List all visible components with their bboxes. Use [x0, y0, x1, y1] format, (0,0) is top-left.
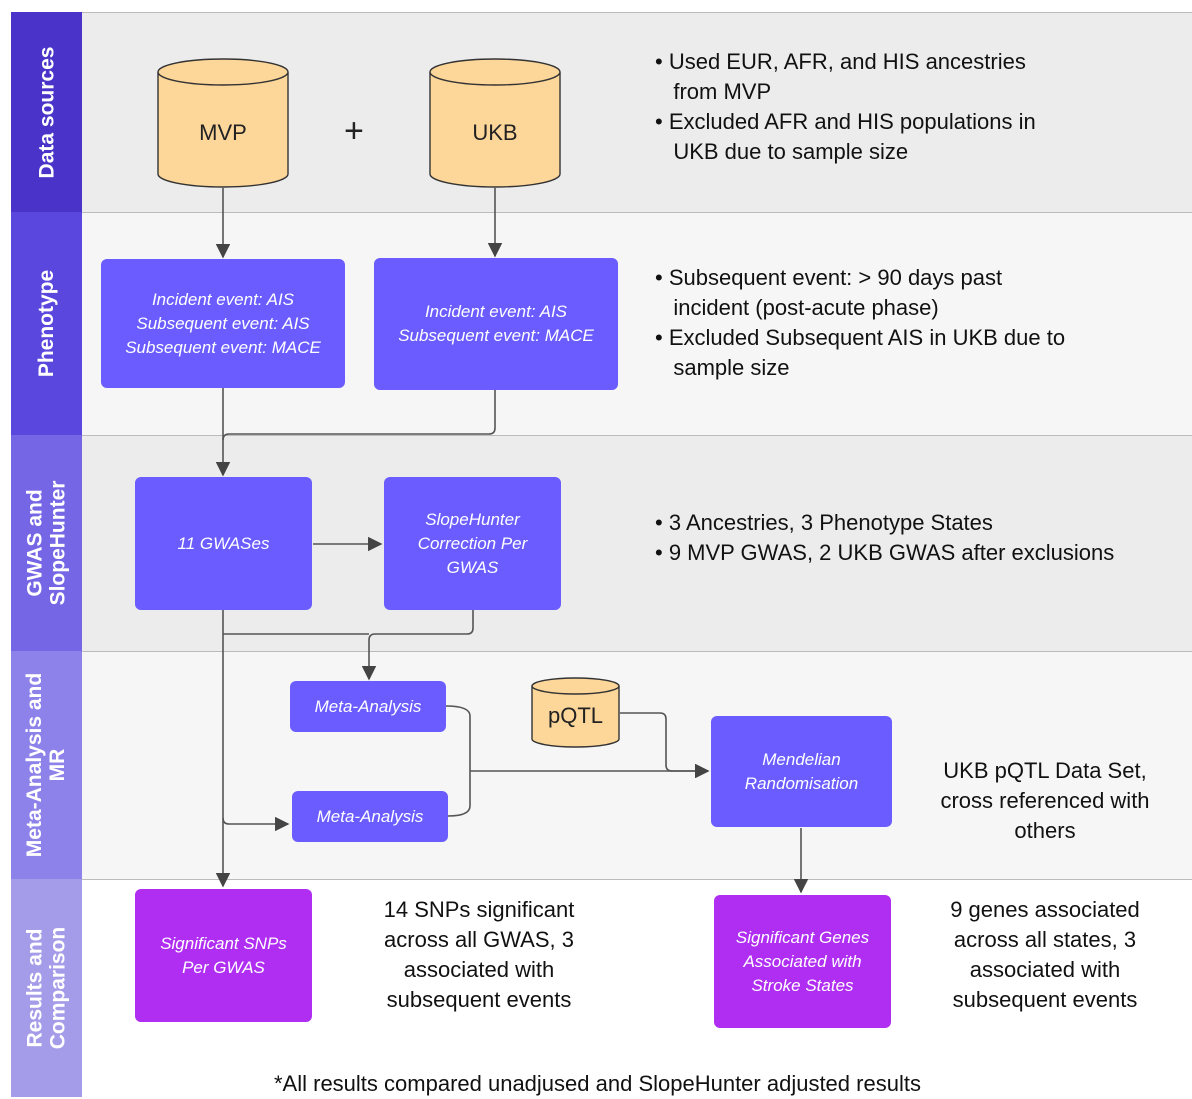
arrow-slopehunter-meta [361, 610, 474, 681]
lane-label-data-sources: Data sources [11, 12, 82, 212]
plus-sign: + [344, 112, 364, 150]
line-meta-top-merge [445, 705, 471, 771]
snps-note: 14 SNPs significant across all GWAS, 3 a… [383, 897, 575, 1012]
significant-snps-box: Significant SNPs Per GWAS [135, 889, 312, 1022]
mvp-label: MVP [199, 120, 247, 145]
mvp-database: MVP [157, 58, 289, 188]
meta-analysis-bottom-box: Meta-Analysis [292, 791, 448, 842]
band-meta [82, 651, 1192, 880]
line-meta-bottom-merge [447, 771, 471, 817]
pqtl-database: pQTL [531, 677, 620, 748]
line-ukb-merge [222, 390, 496, 441]
data-sources-note: • Used EUR, AFR, and HIS ancestries from… [655, 49, 1036, 164]
database-icon [531, 677, 620, 748]
significant-genes-box: Significant Genes Associated with Stroke… [714, 895, 891, 1028]
lane-label-meta: Meta-Analysis and MR [11, 651, 82, 879]
pqtl-label: pQTL [547, 703, 604, 728]
lane-label-gwas: GWAS and SlopeHunter [11, 435, 82, 651]
gwas-note: • 3 Ancestries, 3 Phenotype States • 9 M… [655, 510, 1115, 565]
phenotype-note: • Subsequent event: > 90 days past incid… [655, 265, 1066, 380]
database-icon [429, 58, 561, 188]
ukb-label: UKB [472, 120, 518, 145]
arrow-pqtl-mr [620, 712, 710, 779]
mvp-phenotype-box: Incident event: AIS Subsequent event: AI… [101, 259, 345, 388]
footnote: *All results compared unadjused and Slop… [274, 1071, 921, 1096]
genes-note: 9 genes associated across all states, 3 … [950, 897, 1140, 1012]
meta-analysis-top-box: Meta-Analysis [290, 681, 446, 732]
lane-label-phenotype: Phenotype [11, 212, 82, 435]
lane-label-results: Results and Comparison [11, 879, 82, 1097]
mendelian-randomisation-box: Mendelian Randomisation [711, 716, 892, 827]
slopehunter-box: SlopeHunter Correction Per GWAS [384, 477, 561, 610]
arrow-gwas-meta-bottom [222, 816, 290, 832]
ukb-database: UKB [429, 58, 561, 188]
ukb-phenotype-box: Incident event: AIS Subsequent event: MA… [374, 258, 618, 390]
database-icon [157, 58, 289, 188]
gwas-box: 11 GWASes [135, 477, 312, 610]
meta-note: UKB pQTL Data Set, cross referenced with… [940, 758, 1150, 843]
